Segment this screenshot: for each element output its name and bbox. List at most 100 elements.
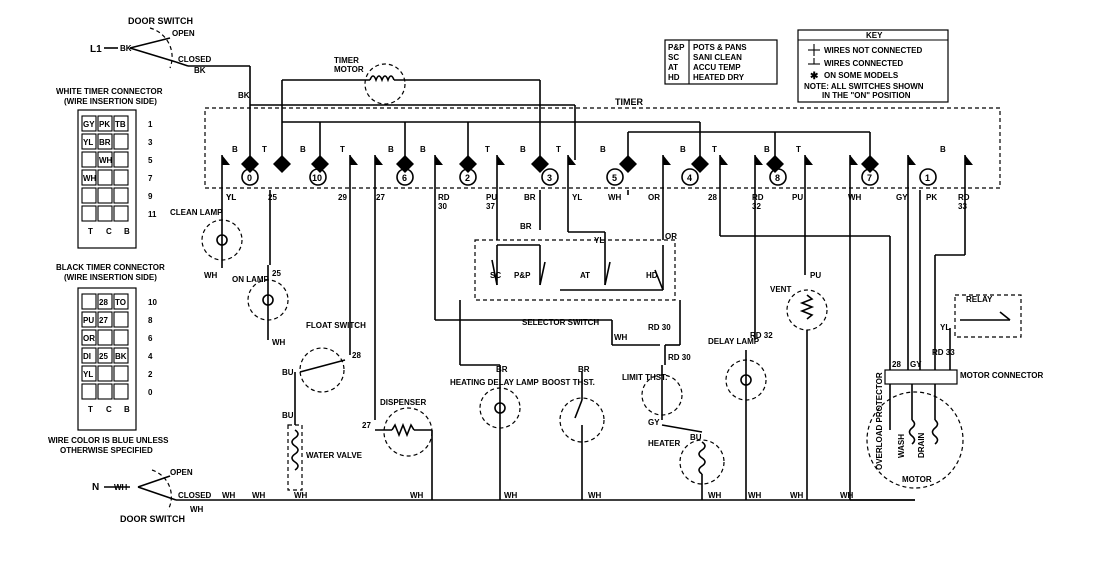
timer-contact-label: B [680,145,686,154]
timer-motor: TIMER MOTOR [281,56,541,160]
motor-conn-wire-gy: GY [910,360,922,369]
door-switch-top-wire-in: BK [120,44,132,53]
motor: MOTOR OVERLOAD PROTECTOR WASH DRAIN [850,372,964,501]
white-connector-title: WHITE TIMER CONNECTOR [56,87,163,96]
door-switch-bottom-label: DOOR SWITCH [120,514,185,524]
black-connector-cell [81,383,97,400]
delay-lamp-wire-rd32: RD 32 [750,331,773,340]
white-connector-row-number: 5 [148,156,153,165]
timer-contact-label: T [796,145,801,154]
timer-contact-label: B [388,145,394,154]
white-connector-cell [113,115,129,132]
vent: VENT PU [770,271,828,500]
timer-wire-label: 28 [708,193,717,202]
dispenser-label: DISPENSER [380,398,426,407]
white-connector-cell [113,187,129,204]
legend-text: ACCU TEMP [693,63,741,72]
timer-wire-label: RD [958,193,970,202]
timer-contact-label: B [300,145,306,154]
selector-pp: P&P [514,271,531,280]
timer-contact-diamond [861,155,879,173]
white-connector-cell [113,169,129,186]
heating-delay-lamp-label: HEATING DELAY LAMP [450,378,539,387]
neutral-wire-label: WH [252,491,266,500]
motor-conn-wire-28: 28 [892,360,901,369]
white-connector-cell-label: YL [83,138,93,147]
white-connector-cell [113,133,129,150]
selector-at: AT [580,271,590,280]
timer-contact-diamond [691,155,709,173]
black-connector-cell-label: 28 [99,298,108,307]
timer-contact-label: T [556,145,561,154]
overload-protector-label: OVERLOAD PROTECTOR [875,372,884,470]
key-item-connected: WIRES CONNECTED [824,59,903,68]
black-connector-row-number: 10 [148,298,157,307]
timer-contact-flag [755,155,763,165]
drain-label: DRAIN [917,432,926,458]
timer-motor-label-1: TIMER [334,56,359,65]
selector-switch: BR YL OR WH RD 30 SC P&P AT HD SELECTOR … [474,222,677,342]
neutral-wire-label: WH [708,491,722,500]
black-connector-row-number: 2 [148,370,153,379]
timer-contact-label: T [262,145,267,154]
key-note-line2: IN THE "ON" POSITION [822,91,911,100]
vent-wire-pu: PU [810,271,821,280]
motor-connector-label: MOTOR CONNECTOR [960,371,1043,380]
white-connector-cell [97,115,113,132]
timer-wire-label: PU [486,193,497,202]
timer-wire-label: WH [848,193,862,202]
timer-cam-number [769,168,787,186]
black-connector-cell [81,365,97,382]
limit-wire-gy: GY [648,418,660,427]
boost-thst-label: BOOST THST. [542,378,595,387]
boost-thermostat: BR BOOST THST. [542,365,605,500]
door-switch-top: DOOR SWITCH OPEN CLOSED L1 BK BK [90,16,251,100]
white-connector-cell-label: TB [115,120,126,129]
black-connector-cell [113,329,129,346]
on-lamp-wire-wh: WH [272,338,286,347]
relay-label: RELAY [966,295,993,304]
black-connector-cell [97,311,113,328]
white-connector-cell [81,115,97,132]
timer-cam-number [606,168,624,186]
legend-code: HD [668,73,680,82]
timer-contact-diamond [531,155,549,173]
timer-wire-label: BR [524,193,536,202]
white-connector-cell [113,205,129,222]
clean-lamp-label: CLEAN LAMP [170,208,223,217]
timer-wire-label: 27 [376,193,385,202]
timer-cam-number-label: 10 [312,173,322,183]
white-connector-subtitle: (WIRE INSERTION SIDE) [64,97,157,106]
door-switch-top-closed: CLOSED [178,55,212,64]
neutral-wire-label: WH [504,491,518,500]
selector-wire-br: BR [520,222,532,231]
limit-thermostat: RD 30 LIMIT THST. GY [622,353,691,427]
timer-contact-diamond [273,155,291,173]
black-connector-cell [97,293,113,310]
timer-contact-diamond [311,155,329,173]
timer-contact-flag [497,155,505,165]
wash-label: WASH [897,434,906,458]
timer-contact-label: T [485,145,490,154]
timer-contact-flag [720,155,728,165]
white-connector-cell [97,151,113,168]
float-switch-label: FLOAT SWITCH [306,321,366,330]
white-connector-cell-label: PK [99,120,110,129]
timer-box [204,107,1001,189]
timer-contact-flag [965,155,973,165]
dispenser: DISPENSER 27 [362,398,433,500]
timer-contact-label: B [764,145,770,154]
heater: HEATER BU [648,424,725,500]
boost-wire-br: BR [578,365,590,374]
timer-contact-flag [568,155,576,165]
black-connector-cell-label: TO [115,298,126,307]
key-item-some-models: ON SOME MODELS [824,71,899,80]
door-switch-top-wire-out: BK [194,66,206,75]
timer-contact-flag [663,155,671,165]
relay: RELAY YL [940,294,1022,370]
white-timer-connector: WHITE TIMER CONNECTOR (WIRE INSERTION SI… [56,87,163,249]
white-connector-cell-label: GY [83,120,95,129]
clean-lamp-wire-wh: WH [204,271,218,280]
white-connector-row-number: 11 [148,210,157,219]
